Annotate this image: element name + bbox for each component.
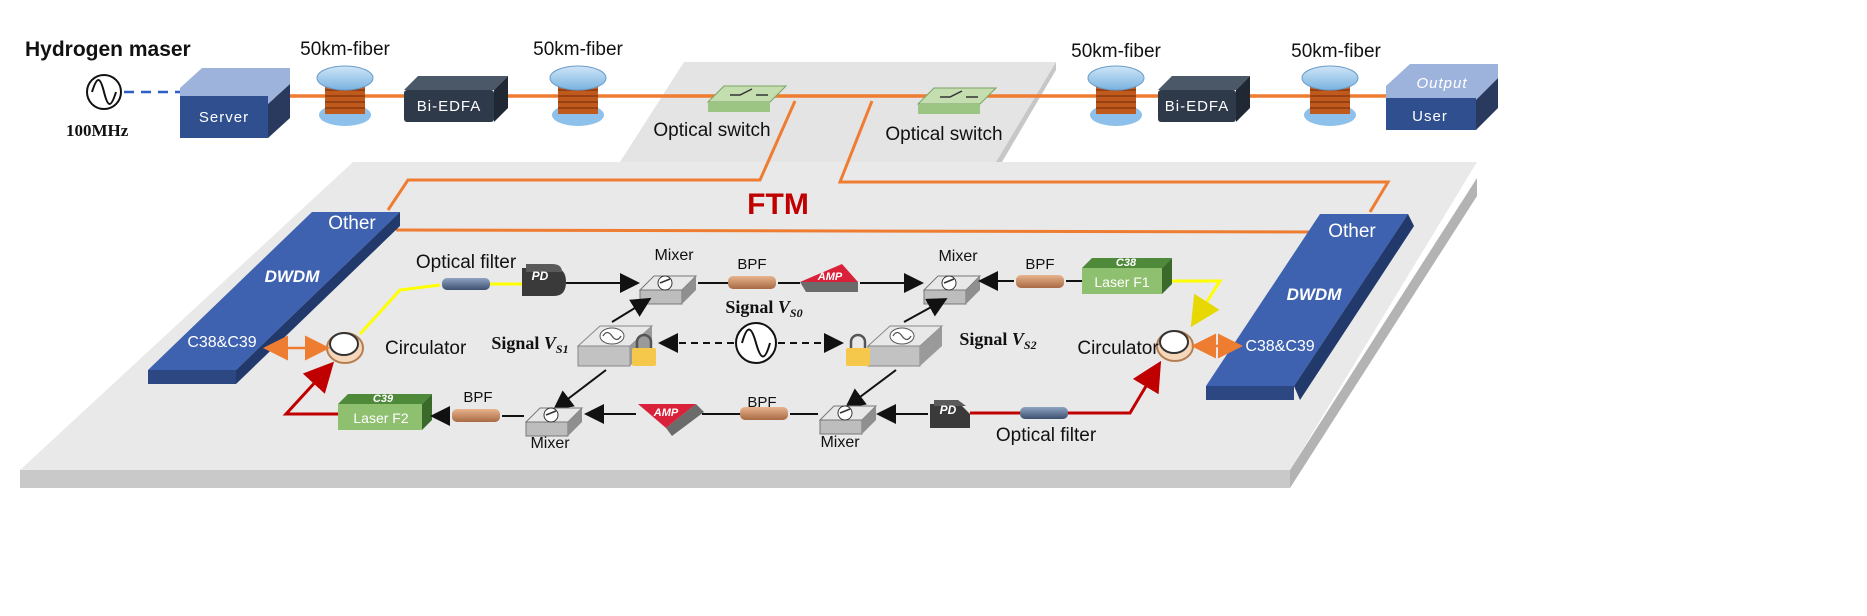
lock-icon-right — [846, 333, 870, 366]
fiber-switch1-to-left-dwdm — [386, 100, 797, 211]
lock-icon-left — [632, 333, 656, 366]
pd-top-label: PD — [532, 269, 549, 283]
laser-f2-name: Laser F2 — [353, 410, 408, 426]
mixer-top-left — [638, 275, 698, 305]
right-dwdm-block: Other DWDM C38&C39 — [1206, 214, 1414, 400]
mixer-bottom-right — [818, 405, 878, 435]
right-circulator — [1156, 330, 1194, 362]
output-user-box: Output User — [1386, 64, 1498, 130]
fiber-4-label: 50km-fiber — [1291, 41, 1381, 62]
output-label: Output — [1416, 75, 1467, 92]
bpf-top-right-label: BPF — [1025, 256, 1054, 273]
ftm-title: FTM — [747, 188, 809, 221]
fiber-spool-2 — [549, 65, 607, 126]
right-yellow-path — [1170, 279, 1223, 328]
switch-platform — [620, 62, 1056, 162]
optical-filter-top — [442, 278, 490, 290]
fiber-switch2-to-right-dwdm — [837, 100, 1391, 213]
signal-s0-source-icon — [735, 322, 777, 364]
signal-s1-label: Signal VS1 — [491, 333, 568, 356]
bpf-bottom-mid — [740, 407, 788, 420]
switch-1-label: Optical switch — [653, 120, 770, 141]
laser-f2-box: C39 Laser F2 — [338, 393, 432, 430]
fiber-other-link — [395, 228, 1313, 234]
amp-bottom: AMP — [638, 404, 704, 436]
edfa-2-box: Bi-EDFA — [1158, 76, 1250, 122]
platform-side — [1290, 178, 1477, 488]
optical-filter-bottom — [1020, 407, 1068, 419]
mixer-bottom-right-label: Mixer — [820, 434, 860, 451]
arrow-s1-to-mixer-bl — [552, 369, 607, 411]
arrow-s2-to-mixer-tr — [903, 298, 948, 323]
bpf-top-mid-label: BPF — [737, 256, 766, 273]
edfa-2-label: Bi-EDFA — [1165, 98, 1230, 115]
left-dwdm-channels: C38&C39 — [187, 334, 256, 351]
edfa-1-label: Bi-EDFA — [417, 98, 482, 115]
mixer-bottom-left — [524, 407, 584, 437]
mixer-bottom-left-label: Mixer — [530, 435, 570, 452]
left-yellow-path — [358, 283, 441, 336]
server-label: Server — [199, 109, 249, 126]
fiber-spool-4 — [1301, 65, 1359, 126]
right-circulator-label: Circulator — [1077, 338, 1159, 359]
fiber-1-label: 50km-fiber — [300, 39, 390, 60]
optical-filter-top-label: Optical filter — [416, 252, 517, 273]
amp-top: AMP — [800, 264, 858, 292]
optical-switch-2 — [916, 87, 998, 114]
bpf-bottom-left — [452, 409, 500, 422]
left-dwdm-name: DWDM — [265, 267, 321, 286]
platform-edge — [20, 470, 1290, 488]
fiber-2-label: 50km-fiber — [533, 39, 623, 60]
fiber-spool-3 — [1087, 65, 1145, 126]
frequency-label: 100MHz — [66, 121, 129, 140]
switch-2-label: Optical switch — [885, 124, 1002, 145]
mixer-top-left-label: Mixer — [654, 247, 694, 264]
optical-switch-1 — [706, 85, 788, 112]
left-circulator-label: Circulator — [385, 338, 467, 359]
amp-bottom-label: AMP — [653, 407, 679, 419]
server-box: Server — [180, 68, 290, 138]
user-label: User — [1412, 108, 1448, 125]
hydrogen-maser-label: Hydrogen maser — [25, 38, 191, 61]
bpf-bottom-left-label: BPF — [463, 389, 492, 406]
fiber-3-label: 50km-fiber — [1071, 41, 1161, 62]
signal-s2-generator — [866, 325, 944, 367]
fiber-spool-1 — [316, 65, 374, 126]
mixer-top-right — [922, 275, 982, 305]
optical-filter-bottom-label: Optical filter — [996, 425, 1097, 446]
arrow-s1-to-mixer-tl — [611, 297, 652, 323]
bpf-top-right — [1016, 275, 1064, 288]
ac-source-icon — [86, 74, 122, 110]
switch-platform-side — [996, 62, 1056, 162]
laser-f1-name: Laser F1 — [1094, 274, 1149, 290]
right-dwdm-other: Other — [1328, 221, 1376, 242]
bpf-top-mid — [728, 276, 776, 289]
laser-f1-channel: C38 — [1116, 257, 1137, 269]
pd-top: PD — [522, 264, 566, 296]
left-dwdm-other: Other — [328, 213, 376, 234]
right-dwdm-channels: C38&C39 — [1245, 338, 1314, 355]
laser-f2-channel: C39 — [373, 393, 394, 405]
bpf-bottom-mid-label: BPF — [747, 394, 776, 411]
amp-top-label: AMP — [817, 271, 843, 283]
arrow-s2-to-mixer-br — [844, 369, 897, 409]
left-circulator — [326, 332, 364, 364]
signal-s2-label: Signal VS2 — [959, 329, 1036, 352]
mixer-top-right-label: Mixer — [938, 248, 978, 265]
right-dwdm-name: DWDM — [1287, 285, 1343, 304]
signal-s0-label: Signal VS0 — [725, 297, 802, 320]
pd-bottom: PD — [930, 400, 970, 428]
pd-bottom-label: PD — [940, 403, 957, 417]
laser-f1-box: C38 Laser F1 — [1082, 257, 1172, 294]
edfa-1-box: Bi-EDFA — [404, 76, 508, 122]
